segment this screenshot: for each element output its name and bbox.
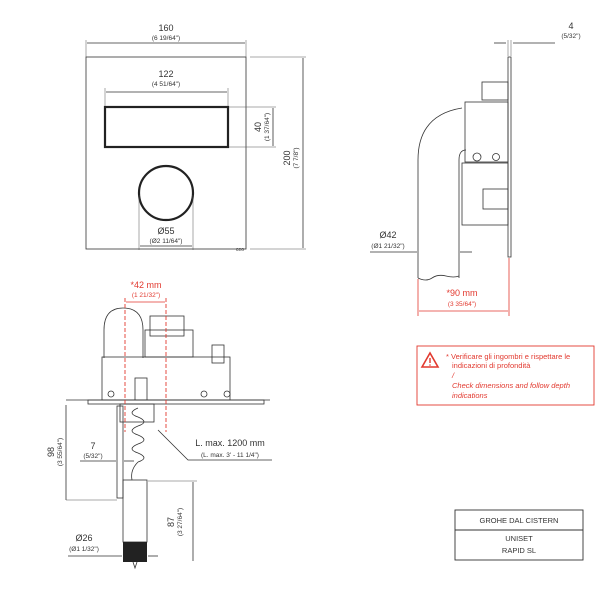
dim-width-mm: 160 [158,23,173,33]
dim-sensor-diameter-mm: Ø26 [75,533,92,543]
dim-cable-length-mm: L. max. 1200 mm [195,438,265,448]
dim-button-height-in: (1 37/64") [264,113,271,141]
warning-triangle-icon [420,351,440,368]
dim-height-mm: 200 [282,150,292,165]
pipe-bend [417,107,463,278]
dim-sensor-diameter-in: (Ø1 1/32") [69,546,99,553]
title-block: GROHE DAL CISTERN UNISET RAPID SL [454,509,584,561]
warning-line-4: indications [452,391,488,400]
dim-offset-mm: *42 mm [130,280,161,290]
dim-cable-length-in: (L. max. 3' - 11 1/4") [201,452,259,459]
warning-separator: / [451,371,455,380]
dome [103,307,144,358]
warning-line-2: indicazioni di profondità [452,361,531,370]
title-header: GROHE DAL CISTERN [480,516,559,525]
dim-button-height-mm: 40 [253,122,263,132]
warning-box: * Verificare gli ingombri e rispettare l… [416,345,595,406]
round-button [137,164,195,222]
dim-offset-in: (1 21/32") [132,292,160,299]
dim-round-button-mm: Ø55 [157,226,174,236]
dim-98-mm: 98 [46,447,56,457]
sensor-connector [122,479,148,543]
dim-depth-mm: *90 mm [446,288,477,298]
logo: ceo [236,247,244,253]
dim-98-in: (3 55/64") [57,438,64,466]
dim-87-mm: 87 [166,517,176,527]
title-line-1: UNISET [505,534,533,543]
dim-87-in: (3 27/64") [177,508,184,536]
dim-height-in: (7 7/8") [293,147,300,168]
warning-line-1: * Verificare gli ingombri e rispettare l… [446,352,570,361]
upper-box [464,101,509,163]
dim-button-width-mm: 122 [158,69,173,79]
dim-depth-in: (3 35/64") [448,301,476,308]
dim-7-in: (5/32") [83,453,102,460]
bottom-view: *42 mm (1 21/32") 98 (3 55/64") 7 (5/32"… [46,280,272,570]
dim-plate-thickness-mm: 4 [568,21,573,31]
warning-line-3: Check dimensions and follow depth [452,381,570,390]
title-line-2: RAPID SL [502,546,536,555]
dim-round-button-in: (Ø2 11/64") [150,238,183,245]
dim-pipe-diameter-in: (Ø1 21/32") [371,243,404,250]
dim-7-mm: 7 [90,441,95,451]
dim-pipe-diameter-mm: Ø42 [379,230,396,240]
front-view: ceo 160 (6 19/64") 122 (4 51/64") 40 (1 … [85,23,306,253]
leader-cable-length [157,429,272,461]
side-plate [507,56,512,258]
dim-button-width-in: (4 51/64") [152,81,180,88]
front-plate [85,56,247,250]
lower-box [461,162,509,226]
flush-button-rect [103,105,230,149]
side-view: 4 (5/32") Ø42 (Ø1 21/32") *90 mm (3 35/6… [370,21,581,316]
dim-width-in: (6 19/64") [152,35,180,42]
dim-plate-thickness-in: (5/32") [561,33,580,40]
coiled-cable [131,407,145,463]
sensor-tip [123,542,147,562]
